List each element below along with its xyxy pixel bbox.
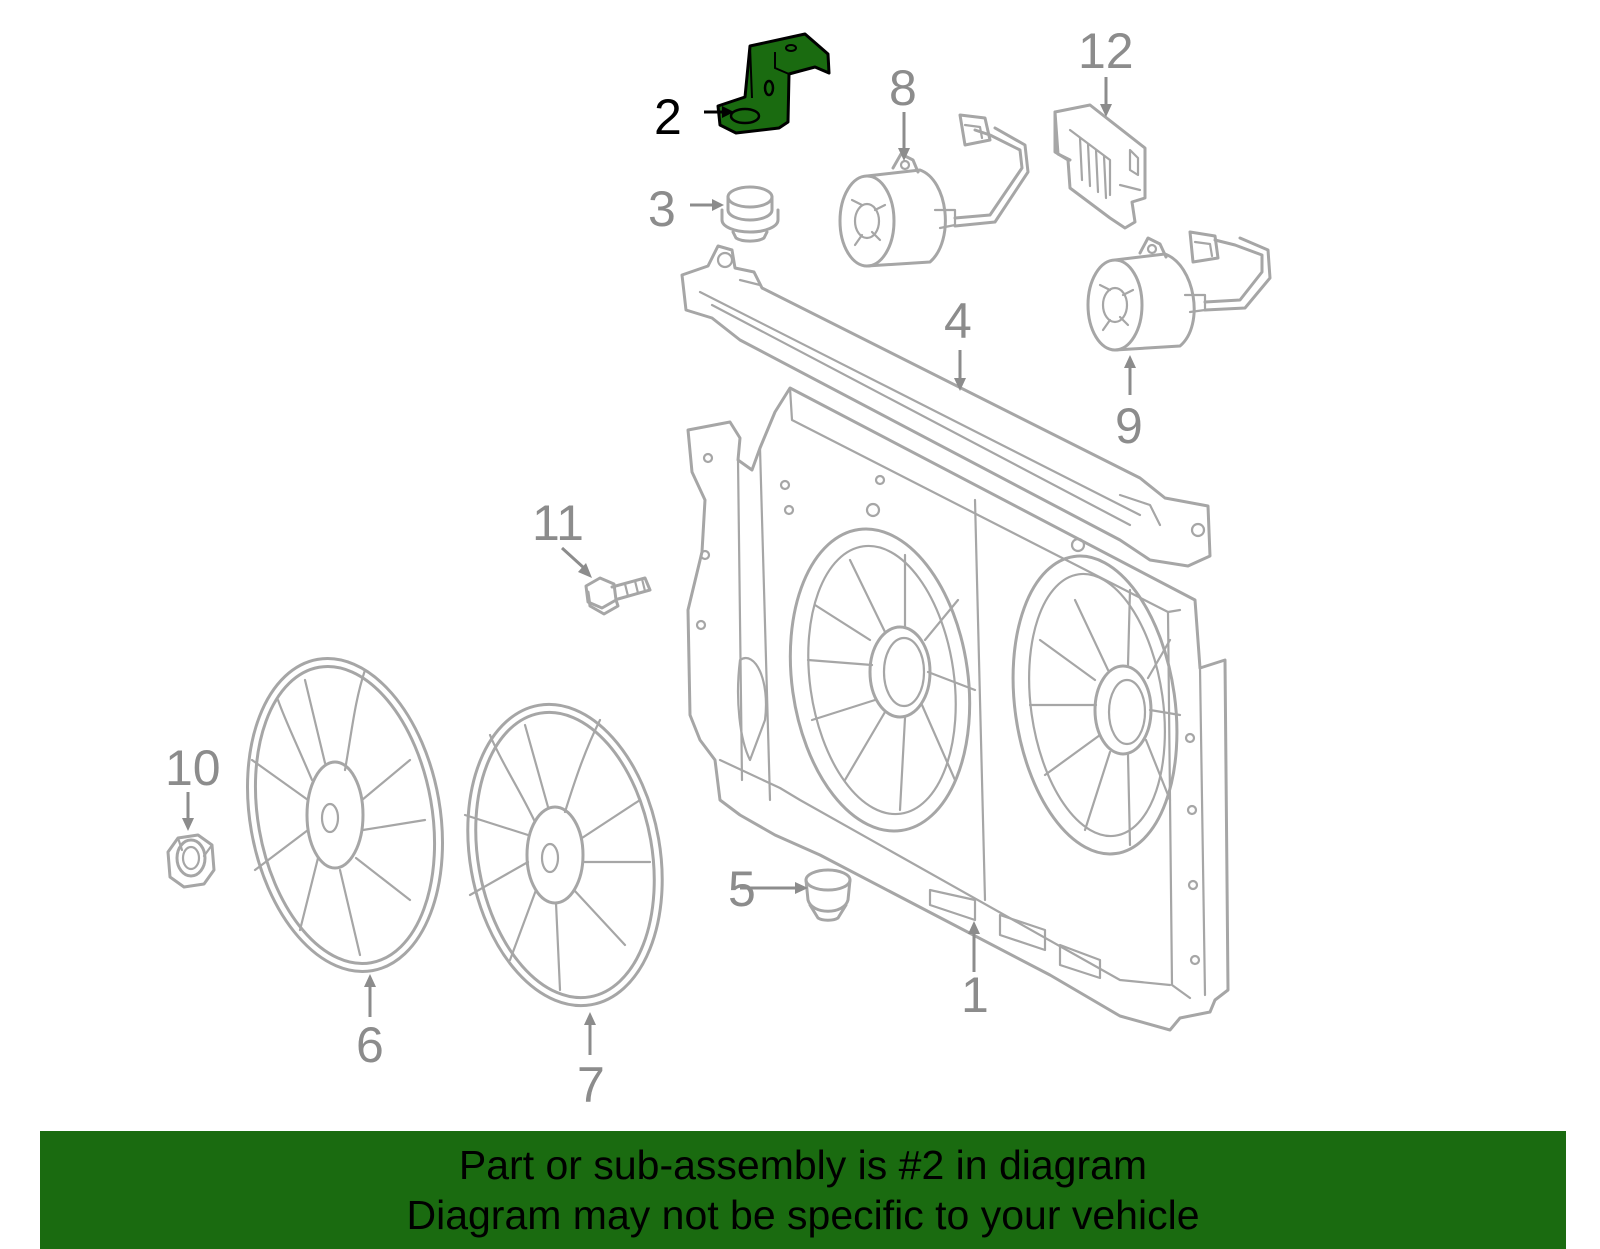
callout-6: 6: [356, 1017, 384, 1073]
callout-1: 1: [961, 967, 989, 1023]
part-1-shroud[interactable]: [686, 386, 1230, 1032]
info-banner: Part or sub-assembly is #2 in diagram Di…: [40, 1131, 1566, 1249]
callout-2: 2: [654, 89, 682, 145]
callout-4: 4: [944, 293, 972, 349]
banner-line-2: Diagram may not be specific to your vehi…: [406, 1192, 1200, 1238]
part-11-bolt[interactable]: [584, 576, 652, 616]
part-7-fan[interactable]: [445, 689, 685, 1021]
part-12-module[interactable]: [1053, 103, 1147, 230]
banner-line-1: Part or sub-assembly is #2 in diagram: [458, 1142, 1148, 1188]
part-5-grommet[interactable]: [804, 868, 852, 922]
part-2-bracket[interactable]: [716, 32, 831, 135]
callout-labels: 1 2 3 4 5 6 7 8 9 10 11 12: [165, 23, 1143, 1113]
part-8-fan-motor[interactable]: [838, 113, 1030, 268]
callout-11: 11: [532, 495, 584, 551]
callout-8: 8: [889, 60, 917, 116]
callout-9: 9: [1115, 398, 1143, 454]
part-10-nut[interactable]: [166, 833, 216, 889]
callout-12: 12: [1078, 23, 1134, 79]
part-6-fan[interactable]: [224, 643, 466, 987]
callout-3: 3: [648, 181, 676, 237]
callout-arrows: [182, 77, 1136, 1055]
callout-5: 5: [728, 861, 756, 917]
part-4-support-bar[interactable]: [680, 244, 1212, 568]
callout-10: 10: [165, 740, 221, 796]
part-3-grommet[interactable]: [720, 185, 780, 243]
callout-7: 7: [577, 1057, 605, 1113]
part-9-fan-motor[interactable]: [1086, 230, 1272, 352]
